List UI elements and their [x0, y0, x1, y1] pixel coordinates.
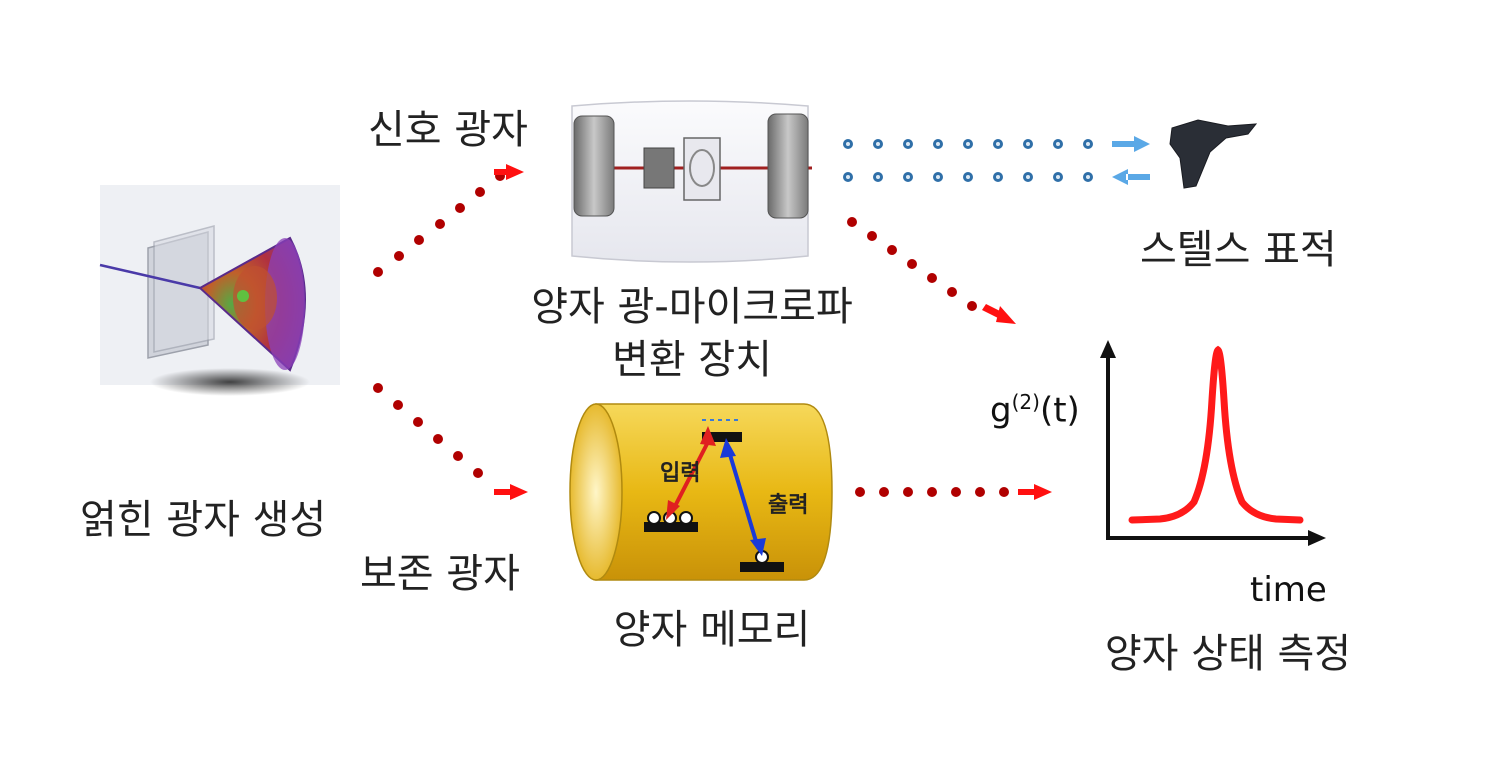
correlation-plot: [1100, 340, 1326, 546]
y-axis-arrowhead: [1100, 340, 1116, 358]
outgoing-beam-arrow: [1112, 136, 1150, 152]
idler-path-dots: [373, 383, 483, 478]
y-axis-label-arg: (t): [1039, 390, 1080, 431]
converter-label-line2: 변환 장치: [612, 337, 772, 383]
converter-label-line1: 양자 광-마이크로파: [531, 284, 853, 330]
return-beam-arrow: [1112, 169, 1150, 185]
memory-to-measurement-dots: [855, 487, 1009, 497]
converter-to-measurement-arrow: [982, 304, 1016, 324]
converter-device-image: [571, 100, 812, 263]
correlation-curve: [1128, 345, 1304, 524]
outgoing-beam-dots: [843, 139, 1093, 149]
entangled-generation-label: 얽힌 광자 생성: [80, 497, 327, 543]
measurement-label: 양자 상태 측정: [1104, 631, 1352, 677]
return-beam-dots: [843, 172, 1093, 182]
y-axis-label-base: g: [990, 390, 1012, 431]
stealth-target-label: 스텔스 표적: [1140, 227, 1337, 273]
x-axis-label: time: [1250, 570, 1327, 610]
idler-photon-label: 보존 광자: [360, 551, 520, 597]
input-label: 입력: [660, 461, 701, 486]
entangled-source-image: [99, 185, 340, 396]
memory-to-measurement-arrow: [1018, 484, 1052, 500]
signal-photon-label: 신호 광자: [368, 107, 528, 153]
y-axis-label: g(2)(t): [990, 390, 1080, 430]
output-label: 출력: [768, 493, 809, 518]
quantum-memory-label: 양자 메모리: [613, 607, 811, 653]
x-axis-arrowhead: [1308, 530, 1326, 546]
converter-to-measurement-dots: [847, 217, 977, 311]
stealth-aircraft-icon: [1169, 119, 1258, 189]
signal-path-dots: [373, 171, 505, 277]
signal-arrow: [494, 164, 524, 180]
quantum-memory-image: [569, 403, 833, 581]
idler-arrow: [494, 484, 528, 500]
y-axis-label-sup: (2): [1011, 390, 1040, 414]
